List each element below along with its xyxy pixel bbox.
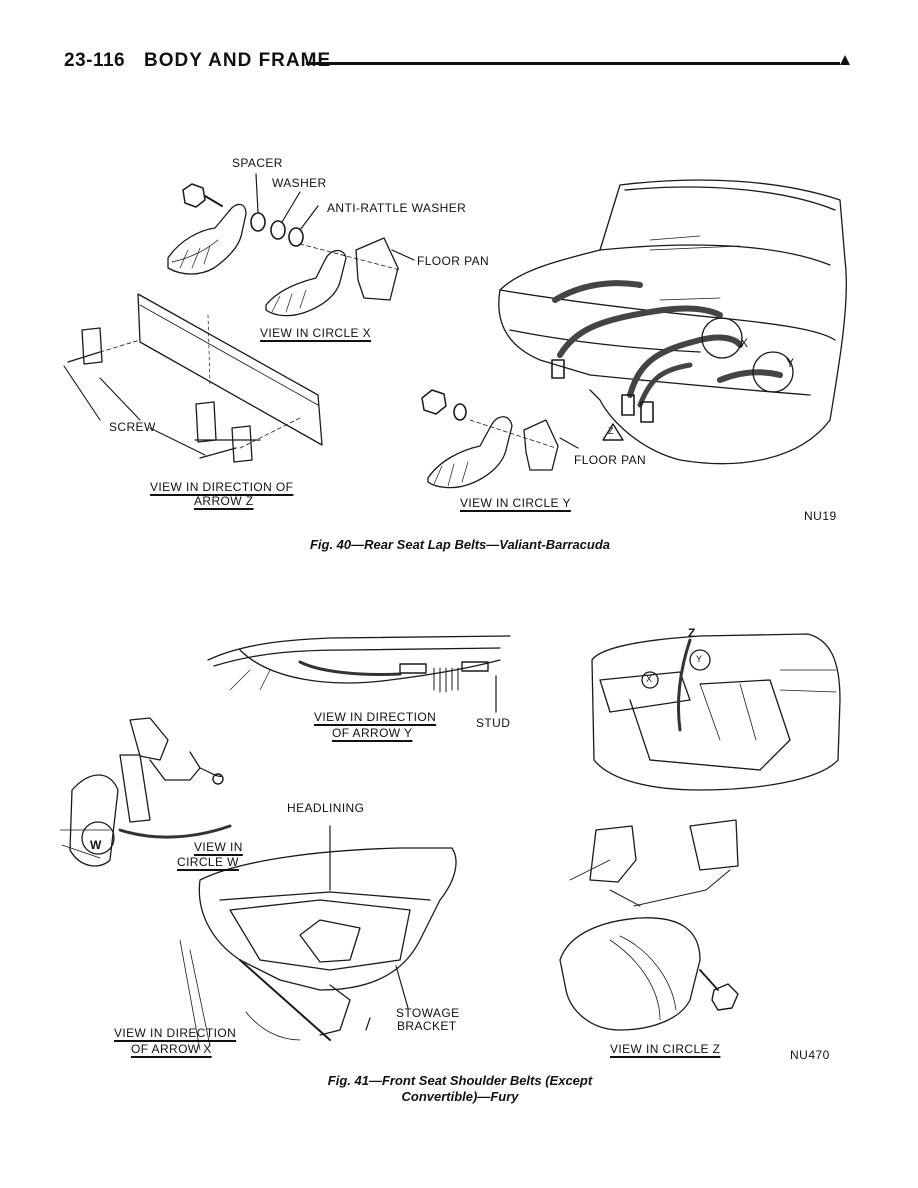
- label-stowage-line2: BRACKET: [397, 1019, 457, 1033]
- circle-z-assembly-drawing: [559, 819, 739, 1031]
- label-washer: WASHER: [272, 176, 327, 190]
- label-view-arrow-x-line1: VIEW IN DIRECTION: [114, 1026, 237, 1040]
- marker-z-fig41: Z: [688, 626, 696, 640]
- marker-x: X: [740, 336, 749, 350]
- label-floor-pan-y: FLOOR PAN: [574, 453, 647, 467]
- label-view-arrow-x-line2: OF ARROW X: [131, 1042, 212, 1056]
- label-view-arrow-y-line1: VIEW IN DIRECTION: [314, 710, 437, 724]
- marker-w: W: [90, 838, 102, 852]
- label-view-circle-w-line2: CIRCLE W: [177, 855, 239, 869]
- label-spacer: SPACER: [232, 156, 283, 170]
- circle-y-assembly-drawing: [421, 389, 579, 489]
- anchor-assembly-drawing: [167, 173, 415, 317]
- section-title: BODY AND FRAME: [144, 50, 332, 71]
- figure-41-code: NU470: [790, 1048, 830, 1062]
- marker-z: Z: [608, 426, 614, 436]
- rear-seat-drawing: [498, 179, 847, 465]
- label-view-circle-y: VIEW IN CIRCLE Y: [460, 496, 571, 510]
- figure-41-caption-line2: Convertible)—Fury: [401, 1089, 519, 1104]
- circle-w-assembly-drawing: [59, 717, 232, 867]
- marker-y: Y: [786, 356, 795, 370]
- label-screw: SCREW: [109, 420, 156, 434]
- headlining-drawing: [179, 825, 457, 1051]
- label-view-arrow-z-line2: ARROW Z: [194, 494, 254, 508]
- figure-41-caption-line1: Fig. 41—Front Seat Shoulder Belts (Excep…: [327, 1073, 593, 1088]
- roof-rail-drawing: [207, 635, 511, 713]
- label-view-circle-z: VIEW IN CIRCLE Z: [610, 1042, 721, 1056]
- header-rule: [306, 62, 840, 65]
- label-view-circle-w-line1: VIEW IN: [194, 840, 243, 854]
- label-view-arrow-z-line1: VIEW IN DIRECTION OF: [150, 480, 294, 494]
- label-view-circle-x: VIEW IN CIRCLE X: [260, 326, 372, 340]
- label-floor-pan-x: FLOOR PAN: [417, 254, 490, 268]
- marker-y-fig41: Y: [696, 654, 703, 664]
- label-stud: STUD: [476, 716, 511, 730]
- label-headlining: HEADLINING: [287, 801, 365, 815]
- header-arrow-icon: [840, 55, 850, 65]
- figure-40-code: NU19: [804, 509, 837, 523]
- panel-bracket-drawing: [63, 293, 323, 463]
- label-view-arrow-y-line2: OF ARROW Y: [332, 726, 413, 740]
- figure-40-caption: Fig. 40—Rear Seat Lap Belts—Valiant-Barr…: [309, 537, 611, 552]
- car-interior-drawing: [591, 633, 841, 791]
- page-number: 23-116: [64, 50, 126, 71]
- marker-x-fig41: X: [646, 674, 653, 684]
- label-stowage-line1: STOWAGE: [396, 1006, 460, 1020]
- label-anti-rattle-washer: ANTI-RATTLE WASHER: [327, 201, 467, 215]
